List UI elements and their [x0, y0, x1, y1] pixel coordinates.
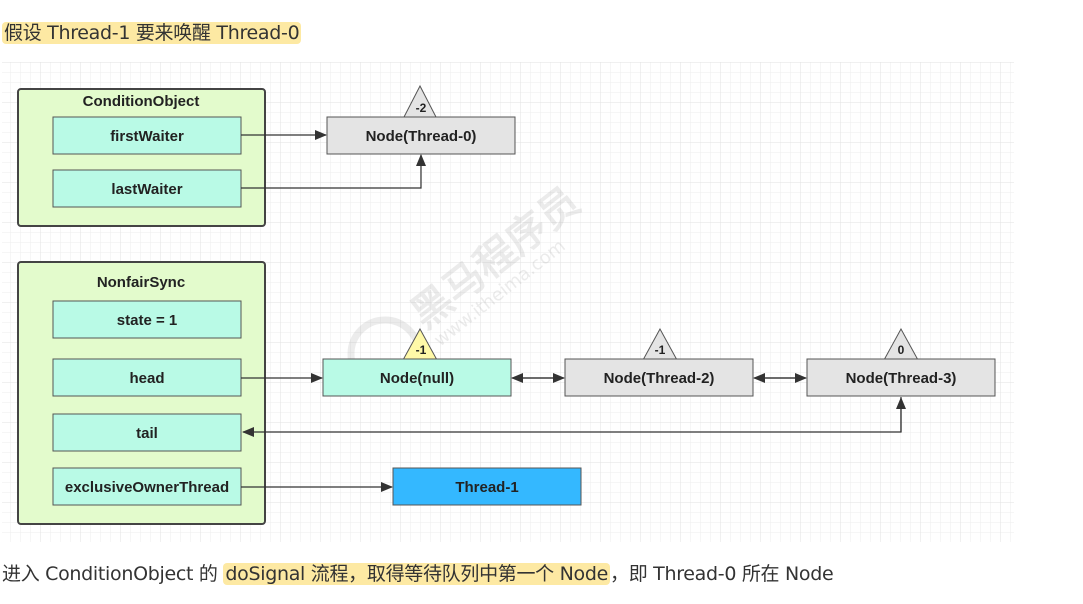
bottom-caption: 进入 ConditionObject 的 doSignal 流程，取得等待队列中… [2, 561, 834, 587]
first-waiter-field: firstWaiter [110, 128, 184, 145]
thread-1-box [392, 467, 582, 506]
bottom-caption-prefix: 进入 ConditionObject 的 [2, 563, 224, 585]
state-field: state = 1 [117, 312, 177, 329]
nonfair-sync-title: NonfairSync [97, 274, 185, 291]
condition-object-title: ConditionObject [83, 93, 200, 110]
thread-2-node: Node(Thread-2) [604, 370, 715, 387]
thread-3-status: 0 [898, 343, 905, 357]
head-field-box [52, 358, 242, 397]
last-waiter-field: lastWaiter [111, 181, 182, 198]
aqs-condition-diagram: 黑马程序员 www.itheima.com ConditionObject fi… [2, 62, 1014, 542]
thread-2-node-box [564, 358, 754, 397]
thread-1-label: Thread-1 [455, 479, 518, 496]
bottom-caption-highlight: doSignal 流程，取得等待队列中第一个 Node [223, 563, 610, 585]
null-node: Node(null) [380, 370, 454, 387]
thread-0-node-box [326, 116, 516, 155]
thread-3-node-box [806, 358, 996, 397]
thread-0-node: Node(Thread-0) [366, 128, 477, 145]
last-waiter-field-box [52, 169, 242, 208]
thread-2-status: -1 [655, 343, 666, 357]
tail-field-box [52, 413, 242, 452]
bottom-caption-suffix: ，即 Thread-0 所在 Node [610, 563, 834, 585]
head-field: head [129, 370, 164, 387]
thread-0-status: -2 [416, 101, 427, 115]
last-waiter-arrow [241, 154, 426, 189]
null-node-status: -1 [416, 343, 427, 357]
top-caption-text: 假设 Thread-1 要来唤醒 Thread-0 [2, 22, 302, 44]
exclusive-owner-field: exclusiveOwnerThread [65, 479, 229, 496]
tail-field: tail [136, 425, 158, 442]
exclusive-owner-field-box [52, 467, 242, 506]
first-waiter-field-box [52, 116, 242, 155]
top-caption: 假设 Thread-1 要来唤醒 Thread-0 [2, 20, 302, 46]
thread-3-node: Node(Thread-3) [846, 370, 957, 387]
state-field-box [52, 300, 242, 339]
